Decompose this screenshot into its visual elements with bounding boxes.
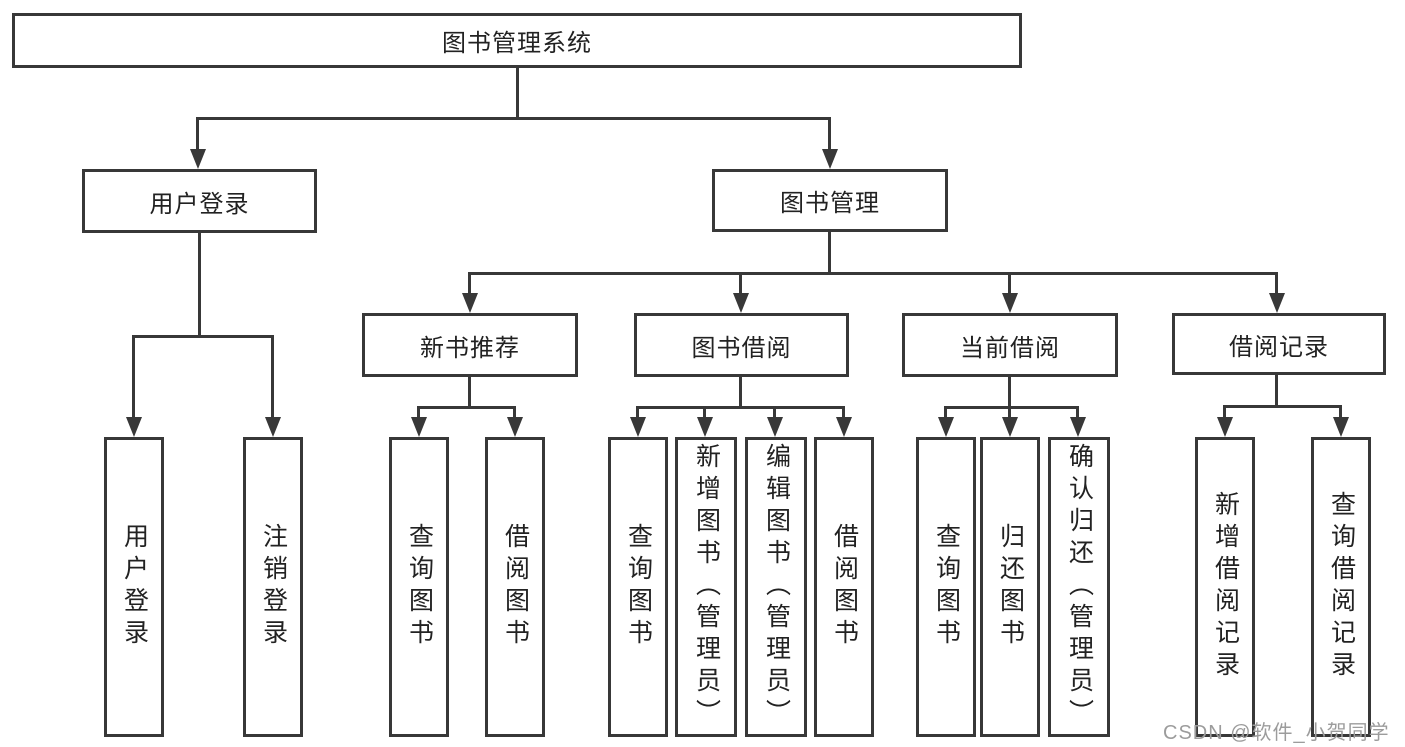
node-new-book-recommend: 新书推荐 xyxy=(362,313,578,377)
arrow-down-icon xyxy=(417,406,420,417)
connector-recommend-stem xyxy=(468,375,471,406)
leaf-label: 新增借阅记录 xyxy=(1211,491,1240,683)
leaf-query-borrow-record: 查询借阅记录 xyxy=(1311,437,1371,737)
leaf-borrow-books: 借阅图书 xyxy=(814,437,874,737)
leaf-add-books-admin: 新增图书（管理员） xyxy=(675,437,737,737)
arrow-down-icon xyxy=(271,335,274,417)
connector-root-stem xyxy=(516,67,519,117)
leaf-label: 查询图书 xyxy=(932,523,961,651)
leaf-label: 借阅图书 xyxy=(501,523,530,651)
leaf-borrow-books-recommend: 借阅图书 xyxy=(485,437,545,737)
node-book-management: 图书管理 xyxy=(712,169,948,232)
node-label: 图书管理系统 xyxy=(442,30,592,57)
arrow-down-icon xyxy=(1275,272,1278,293)
leaf-label: 注销登录 xyxy=(259,523,288,651)
csdn-watermark: CSDN @软件_小贺同学 xyxy=(1163,722,1390,744)
connector-current-bar xyxy=(944,406,1079,409)
node-current-borrow: 当前借阅 xyxy=(902,313,1118,377)
arrow-down-icon xyxy=(739,272,742,293)
node-label: 当前借阅 xyxy=(960,334,1060,362)
connector-book-mgmt-bar xyxy=(468,272,1278,275)
leaf-label: 查询图书 xyxy=(624,523,653,651)
leaf-user-login: 用户登录 xyxy=(104,437,164,737)
arrow-down-icon xyxy=(196,117,199,149)
leaf-label: 借阅图书 xyxy=(830,523,859,651)
node-label: 新书推荐 xyxy=(420,334,520,362)
arrow-down-icon xyxy=(828,117,831,149)
leaf-label: 用户登录 xyxy=(120,523,149,651)
node-label: 借阅记录 xyxy=(1229,333,1329,361)
leaf-query-books-borrow: 查询图书 xyxy=(608,437,668,737)
leaf-edit-books-admin: 编辑图书（管理员） xyxy=(745,437,807,737)
leaf-label: 查询图书 xyxy=(405,523,434,651)
node-borrow-records: 借阅记录 xyxy=(1172,313,1386,375)
node-user-login: 用户登录 xyxy=(82,169,317,233)
arrow-down-icon xyxy=(1008,272,1011,293)
arrow-down-icon xyxy=(636,406,639,417)
node-label: 用户登录 xyxy=(149,190,250,218)
arrow-down-icon xyxy=(1339,405,1342,417)
arrow-down-icon xyxy=(944,406,947,417)
connector-root-bar xyxy=(196,117,831,120)
arrow-down-icon xyxy=(132,335,135,417)
leaf-label: 编辑图书（管理员） xyxy=(762,443,791,731)
arrow-down-icon xyxy=(842,406,845,417)
leaf-label: 归还图书 xyxy=(996,523,1025,651)
node-book-borrow: 图书借阅 xyxy=(634,313,849,377)
leaf-confirm-return-admin: 确认归还（管理员） xyxy=(1048,437,1110,737)
leaf-query-books-current: 查询图书 xyxy=(916,437,976,737)
connector-records-stem xyxy=(1275,373,1278,405)
leaf-query-books-recommend: 查询图书 xyxy=(389,437,449,737)
arrow-down-icon xyxy=(1076,406,1079,417)
arrow-down-icon xyxy=(773,406,776,417)
connector-borrow-bar xyxy=(636,406,845,409)
leaf-label: 新增图书（管理员） xyxy=(692,443,721,731)
arrow-down-icon xyxy=(1223,405,1226,417)
arrow-down-icon xyxy=(468,272,471,293)
connector-book-mgmt-stem xyxy=(828,232,831,272)
connector-recommend-bar xyxy=(417,406,516,409)
connector-user-login-stem xyxy=(198,233,201,335)
arrow-down-icon xyxy=(1008,406,1011,417)
arrow-down-icon xyxy=(513,406,516,417)
node-label: 图书借阅 xyxy=(691,334,792,362)
connector-user-login-bar xyxy=(132,335,274,338)
node-library-management-system: 图书管理系统 xyxy=(12,13,1022,68)
leaf-label: 确认归还（管理员） xyxy=(1065,443,1094,731)
node-label: 图书管理 xyxy=(780,190,880,217)
connector-current-stem xyxy=(1008,375,1011,406)
connector-borrow-stem xyxy=(739,375,742,406)
leaf-return-books: 归还图书 xyxy=(980,437,1040,737)
leaf-add-borrow-record: 新增借阅记录 xyxy=(1195,437,1255,737)
leaf-logout: 注销登录 xyxy=(243,437,303,737)
connector-records-bar xyxy=(1223,405,1342,408)
leaf-label: 查询借阅记录 xyxy=(1327,491,1356,683)
arrow-down-icon xyxy=(703,406,706,417)
